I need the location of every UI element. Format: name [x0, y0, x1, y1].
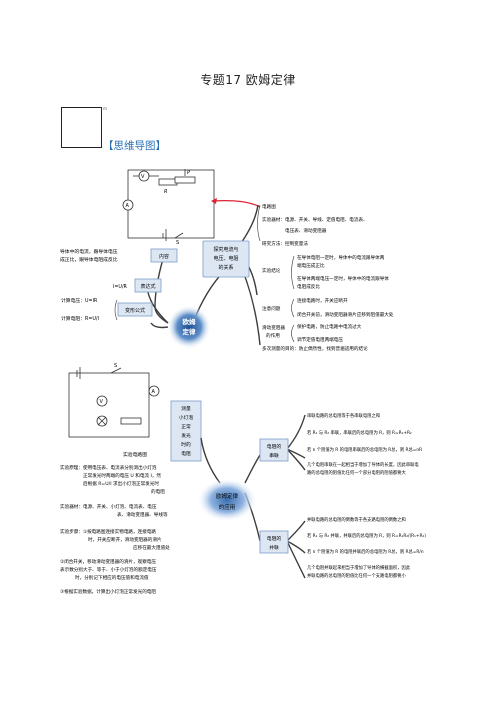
- principle-l2: 正常发光时两端的电压 U 和电流 I，然: [83, 472, 161, 479]
- principle-l1: 实验原理：使用电压表、电流表分别测出小灯泡: [60, 464, 157, 471]
- calc-u-text: 计算电压：U=IR: [61, 297, 98, 304]
- right-rheo1: 保护电路，防止电路中电流过大: [297, 323, 362, 330]
- series-l2: 串联: [269, 452, 279, 459]
- right-equipment1: 实验器材：电源、开关、导线、定值电阻、电流表、: [262, 216, 368, 223]
- right-note1: 连接电路时，开关应断开: [297, 297, 348, 304]
- calc-r-text: 计算电阻：R=U/I: [61, 315, 99, 322]
- pointer-arrow: [212, 200, 261, 208]
- transform-node: [117, 302, 153, 317]
- section-heading: 【思维导图】: [103, 140, 166, 152]
- principle-l4: 的电阻: [151, 488, 165, 495]
- series-l1: 电阻的: [267, 443, 282, 450]
- expression-node: [134, 278, 162, 293]
- parallel-node: [259, 530, 289, 554]
- series-item4a: 几个电阻串联在一起相当于增加了导体的长度，因此串联电: [307, 461, 419, 468]
- bottom-branch-curves: [200, 414, 306, 579]
- circuit-caption: 实验电路图: [123, 451, 147, 458]
- center-line2: 定律: [182, 327, 197, 336]
- bottom-circuit-a: A: [152, 389, 156, 395]
- bottom-center-line1: 欧姆定律: [216, 492, 239, 500]
- right-conclusion2a: 在导体两端电压一定时，导体中的电流跟导体: [297, 275, 389, 282]
- page-mark: m: [103, 106, 107, 111]
- right-multi: 多次测量的目的：防止偶然性，找到普遍适用的结论: [262, 345, 368, 352]
- transform-node-label: 变形公式: [125, 307, 145, 314]
- series-item1: 串联电路的总电阻等于各串联电阻之和: [307, 412, 380, 419]
- steps-l6: 时，分别记下相应的电压值和电流值: [75, 574, 149, 581]
- expression-node-label: 表达式: [140, 283, 155, 290]
- right-rheo-label1: 滑动变阻器: [262, 324, 285, 331]
- ohm-law-application-map: V A S 实验电路图 测量 小灯泡 正常 发光 时的 电阻 实验原理：使用电压…: [60, 363, 426, 595]
- right-braces: [257, 204, 295, 343]
- right-conclusion1a: 在导体电阻一定时，导体中的电流跟导体两: [297, 254, 385, 261]
- series-node: [259, 438, 289, 462]
- parallel-item1: 并联电路的总电阻的倒数等于各支路电阻的倒数之和: [307, 516, 406, 523]
- parallel-l2: 并联: [269, 544, 279, 551]
- parallel-item2: 若 R₁ 与 R₂ 并联，并联后的总电阻为 R，则 R=R₁R₂/(R₁+R₂): [307, 532, 426, 539]
- page-title: 专题17 欧姆定律: [200, 73, 296, 87]
- parallel-l1: 电阻的: [267, 535, 282, 542]
- expression-text: I=U/R: [113, 284, 128, 290]
- bottom-circuit-s: S: [114, 363, 117, 369]
- bottom-circuit-v: V: [100, 399, 104, 405]
- content-text-line2: 成正比，跟导体电阻成反比: [60, 256, 118, 263]
- steps-l5: 表示数分别大于、等于、小于小灯泡的额定电压: [60, 566, 157, 573]
- right-conclusion-label: 实验结论: [262, 267, 281, 274]
- measure-l1: 测量: [181, 405, 191, 412]
- right-rheo-label2: 的作用: [266, 332, 280, 339]
- steps-l2: 时，开关应断开，滑动变阻器的滑片: [88, 536, 162, 543]
- measure-l5: 时的: [181, 441, 191, 448]
- blank-box: [61, 107, 102, 148]
- explore-line3: 的关系: [218, 264, 233, 271]
- experiment-circuit-diagram: [122, 169, 215, 241]
- bottom-center-glow: [197, 478, 257, 522]
- principle-l3: 后根据 R=U/I 求出小灯泡正常发光时: [83, 480, 159, 487]
- steps-l1: 实验步骤：①按电路图连接实物电路，连接电路: [60, 528, 156, 535]
- content-node: [150, 248, 178, 263]
- ohm-law-mind-map: V A R P S 欧姆 定律 探究电流与 电压、电阻 的关系 内容 导体中的电…: [60, 169, 394, 352]
- right-note2: 闭合开关前，滑动变阻器滑片应移到阻值最大处: [297, 311, 394, 318]
- measure-l4: 发光: [181, 432, 191, 439]
- measure-l3: 正常: [181, 423, 191, 430]
- circuit-p-label: P: [187, 170, 190, 176]
- series-item4b: 路的总电阻的阻值比任何一个部分电阻的阻值都要大: [307, 469, 407, 476]
- steps-l7: ③根据实验数据，计算出小灯泡正常发光的电阻: [60, 588, 156, 595]
- explore-line2: 电压、电阻: [213, 255, 238, 262]
- series-item2: 若 R₁ 与 R₂ 串联，串联后的总电阻为 R，则 R=R₁+R₂: [307, 429, 412, 436]
- center-glow: [167, 305, 211, 349]
- pointer-arrowhead: [211, 198, 217, 204]
- circuit-s-label: S: [176, 240, 179, 246]
- right-circuit: 电路图: [262, 203, 276, 210]
- measure-node: [170, 400, 202, 462]
- explore-line1: 探究电流与: [213, 246, 238, 253]
- equipment-l1: 实验器材：电源、开关、小灯泡、电流表、电压: [60, 503, 157, 510]
- right-rheo2: 调节定值电阻两端电压: [297, 336, 343, 343]
- right-method: 研究方法：控制变量法: [262, 240, 308, 247]
- parallel-item4a: 几个电阻并联起来相当于增加了导体的横截面积，因此: [307, 564, 411, 571]
- content-node-label: 内容: [159, 253, 169, 260]
- explore-node: [202, 240, 250, 278]
- parallel-item3: 若 n 个阻值为 R 的电阻并联后的总电阻为 R总，则 R总=R/n: [307, 548, 424, 555]
- bottom-center-line2: 的应用: [219, 503, 236, 511]
- series-item3: 若 n 个阻值为 R 的电阻串联后的总电阻为 R总，则 R总=nR: [307, 446, 422, 453]
- measure-l6: 电阻: [181, 450, 191, 457]
- circuit-a-label: A: [126, 203, 130, 209]
- equipment-l2: 表、滑动变阻器、导线等: [117, 511, 168, 518]
- parallel-item4b: 并联电路的总电阻的阻值比任何一个支路电阻都要小: [307, 572, 407, 579]
- measure-l2: 小灯泡: [179, 414, 194, 421]
- right-conclusion1b: 端电压成正比: [297, 262, 325, 269]
- steps-l4: ②闭合开关，移动滑动变阻器的滑片，观察电压: [60, 558, 156, 565]
- right-equipment2: 电压表、滑动变阻器: [285, 227, 327, 234]
- bottom-circuit-diagram: [68, 367, 160, 438]
- right-conclusion2b: 电阻成反比: [297, 283, 320, 290]
- steps-l3: 应移在最大阻值处: [133, 544, 170, 551]
- circuit-v-label: V: [141, 174, 145, 180]
- circuit-r-label: R: [164, 189, 167, 195]
- right-notes-label: 注意问题: [262, 305, 281, 312]
- center-line1: 欧姆: [183, 317, 197, 326]
- content-text-line1: 导体中的电流，跟导体电压: [60, 248, 118, 255]
